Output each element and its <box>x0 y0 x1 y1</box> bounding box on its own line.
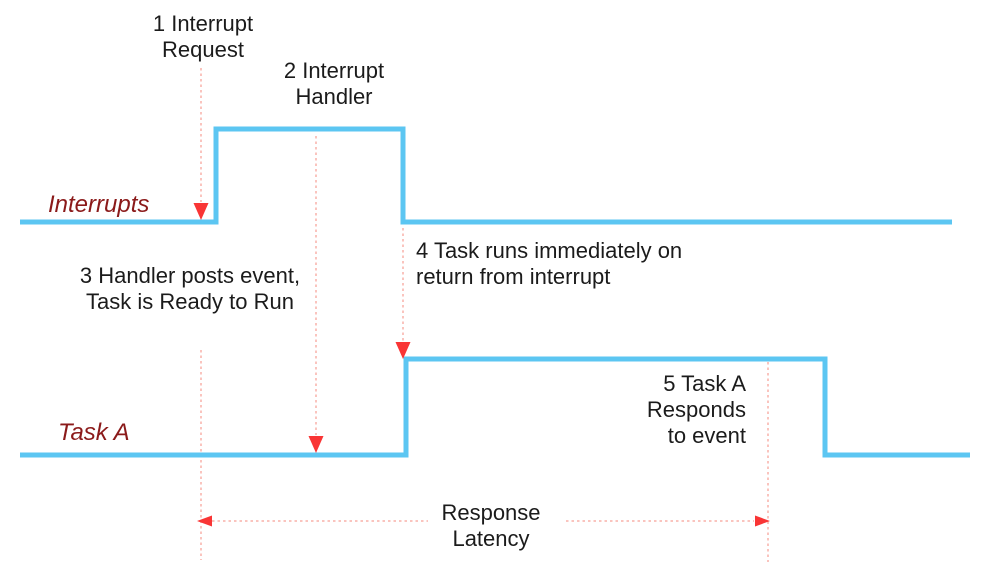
task-a-waveform <box>20 356 970 458</box>
arrow-task-runs-icon <box>395 342 411 359</box>
arrow-interrupt-request-icon <box>193 203 209 220</box>
arrow-latency-start-icon <box>197 515 212 527</box>
interrupts-waveform <box>20 126 952 225</box>
arrow-task-ready-icon <box>308 436 324 453</box>
arrow-latency-end-icon <box>755 515 770 527</box>
